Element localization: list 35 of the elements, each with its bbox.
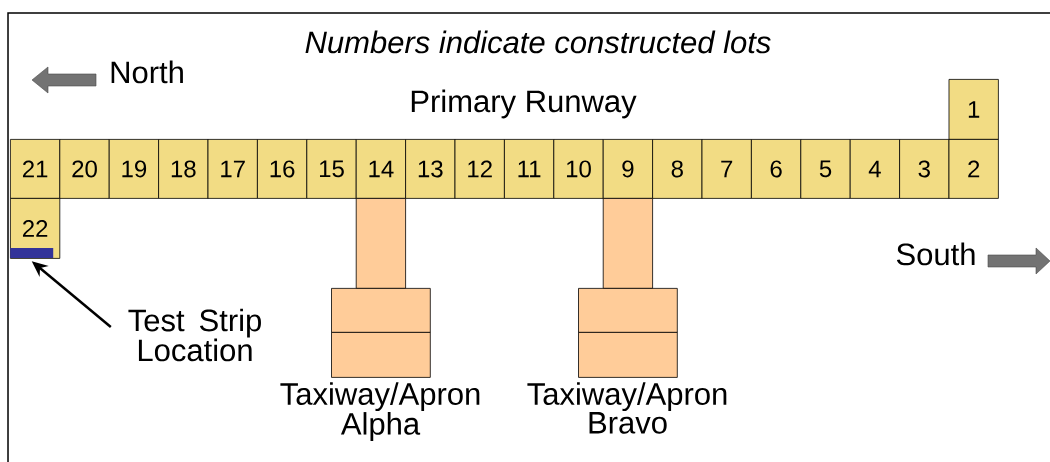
direction-label: South [896, 242, 975, 266]
caption-text: Taxiway/Apron Alpha [280, 382, 480, 441]
caption-text: Taxiway/Apron Bravo [527, 382, 727, 434]
direction-label: North [111, 60, 183, 84]
lot-box: 2 [948, 139, 999, 199]
lot-box: 12 [454, 139, 505, 199]
test-strip-bar [10, 248, 54, 258]
lot-box: 19 [108, 139, 159, 199]
apron-box [331, 288, 431, 333]
lot-box: 9 [602, 139, 653, 199]
taxiway-box [355, 198, 406, 289]
apron-box [578, 288, 678, 333]
lot-box: 11 [504, 139, 555, 199]
lot-box: 20 [59, 139, 110, 199]
runway-label: Primary Runway [411, 89, 637, 119]
lot-box: 14 [355, 139, 406, 199]
lot-box: 5 [800, 139, 851, 199]
lot-box: 1 [948, 79, 999, 140]
lot-box: 18 [158, 139, 209, 199]
lot-box: 7 [701, 139, 752, 199]
lot-box: 6 [751, 139, 802, 199]
lot-box: 8 [652, 139, 703, 199]
title-text: Numbers indicate constructed lots [305, 30, 771, 54]
callout-text: Test Strip Location [128, 308, 261, 362]
lot-box: 13 [405, 139, 456, 199]
apron-box [331, 332, 431, 378]
lot-box: 17 [207, 139, 258, 199]
apron-box [578, 332, 678, 378]
lot-box: 4 [849, 139, 900, 199]
lot-box: 16 [257, 139, 308, 199]
lot-box: 10 [553, 139, 604, 199]
taxiway-box [602, 198, 653, 289]
lot-box: 21 [10, 139, 61, 199]
lot-box: 3 [899, 139, 950, 199]
lot-box: 15 [306, 139, 357, 199]
